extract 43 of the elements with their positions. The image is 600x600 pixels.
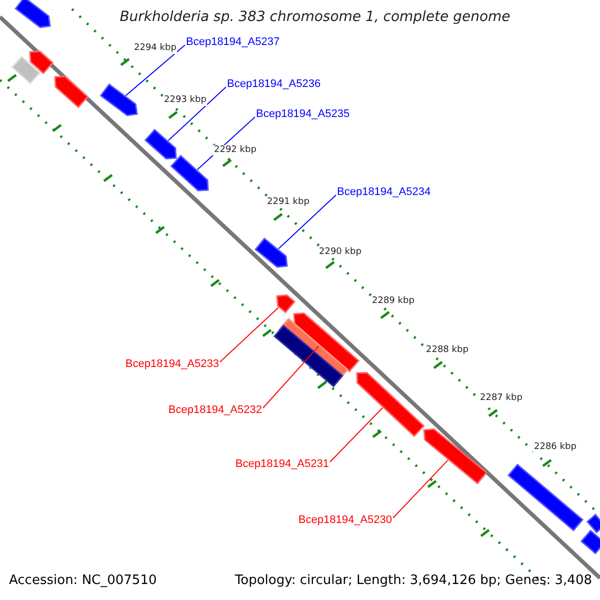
gene-label: Bcep18194_A5232 bbox=[168, 405, 262, 416]
tick-label: 2293 kbp bbox=[163, 95, 208, 106]
gene-label: Bcep18194_A5235 bbox=[256, 109, 350, 120]
gene-glyph bbox=[11, 56, 41, 84]
gene-glyph bbox=[507, 464, 584, 532]
leader-line bbox=[330, 407, 384, 462]
gene-glyph bbox=[293, 312, 360, 372]
footer-text: Accession: NC_007510 bbox=[9, 574, 157, 587]
leader-line bbox=[278, 194, 336, 250]
tick-label: 2292 kbp bbox=[213, 145, 258, 156]
tick-label: 2286 kbp bbox=[533, 442, 578, 453]
gene-label: Bcep18194_A5233 bbox=[125, 359, 219, 370]
gene-label: Bcep18194_A5230 bbox=[298, 515, 392, 526]
leader-line bbox=[392, 460, 448, 518]
gene-glyph bbox=[29, 50, 54, 74]
footer-text: Topology: circular; Length: 3,694,126 bp; Genes: 3,408 bbox=[234, 574, 592, 587]
gene-label: Bcep18194_A5236 bbox=[227, 79, 321, 90]
tick-label: 2288 kbp bbox=[425, 345, 470, 356]
title: Burkholderia sp. 383 chromosome 1, complete genome bbox=[118, 10, 512, 24]
gene-glyph bbox=[54, 76, 89, 108]
gene-glyph bbox=[276, 294, 296, 314]
leader-line bbox=[220, 307, 279, 362]
tick-label: 2290 kbp bbox=[318, 247, 362, 258]
tick-label: 2294 kbp bbox=[133, 43, 178, 54]
gene-glyph bbox=[580, 530, 600, 554]
gene-glyph bbox=[423, 428, 488, 484]
gene-glyph bbox=[586, 514, 600, 534]
gene-glyph bbox=[14, 0, 51, 28]
tick-label: 2287 kbp bbox=[479, 393, 524, 404]
gene-glyph bbox=[144, 128, 177, 160]
gene-glyph bbox=[100, 83, 138, 116]
leader-line bbox=[262, 346, 320, 408]
tick-label: 2291 kbp bbox=[266, 197, 310, 208]
gene-label: Bcep18194_A5234 bbox=[337, 187, 431, 198]
gene-glyph bbox=[273, 324, 344, 388]
gene-glyph bbox=[170, 154, 209, 192]
gene-label: Bcep18194_A5237 bbox=[186, 37, 280, 48]
tick-label: 2289 kbp bbox=[371, 296, 416, 307]
leader-line bbox=[125, 44, 186, 96]
leader-line bbox=[168, 86, 226, 141]
gene-glyph bbox=[356, 372, 425, 438]
gene-label: Bcep18194_A5231 bbox=[235, 459, 329, 470]
gene-glyph bbox=[254, 238, 288, 268]
